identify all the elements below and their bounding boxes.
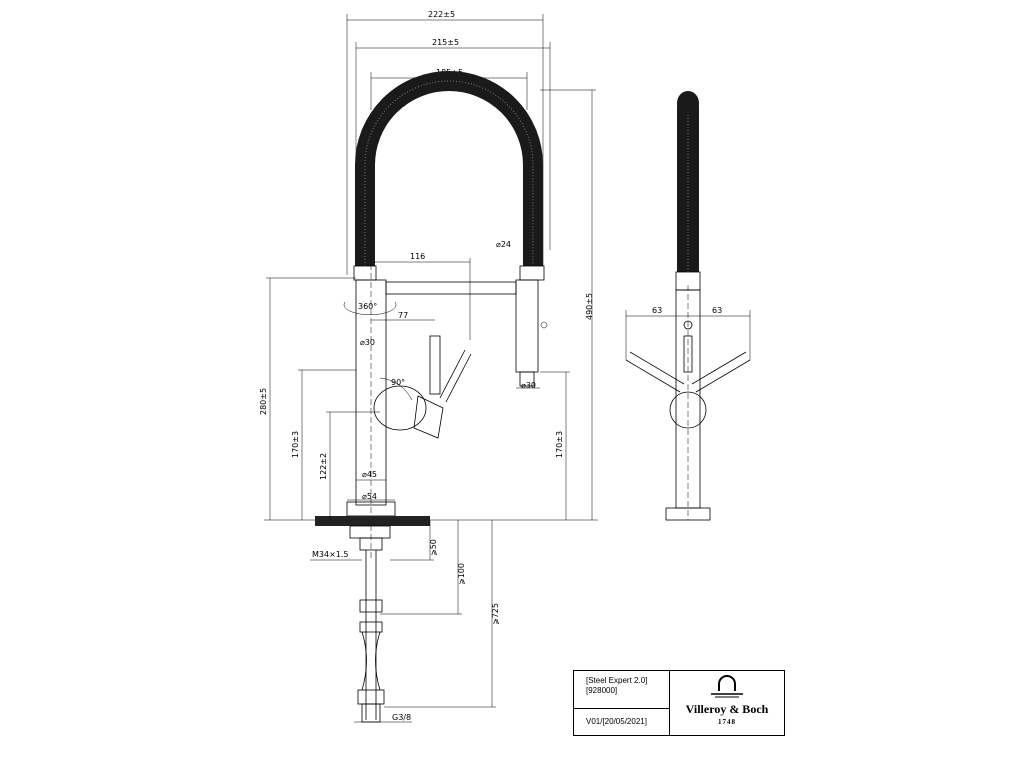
lever-handle xyxy=(371,319,472,439)
left-dimension-lines xyxy=(264,277,380,521)
dim-490: 490±5 xyxy=(585,293,594,320)
dim-m34: M34×1.5 xyxy=(312,550,349,559)
dim-g38: G3/8 xyxy=(392,713,411,722)
product-name: [Steel Expert 2.0] xyxy=(586,676,648,685)
dim-170-right: 170±3 xyxy=(555,431,564,458)
dim-d24: ⌀24 xyxy=(496,240,511,249)
dim-170-left: 170±3 xyxy=(291,431,300,458)
title-block: [Steel Expert 2.0] [928000] V01/[20/05/2… xyxy=(573,670,785,736)
spring-hose xyxy=(353,71,545,281)
version-label: V01/[20/05/2021] xyxy=(586,717,647,726)
below-counter-dims xyxy=(310,520,496,723)
dim-d30-top: ⌀30 xyxy=(360,338,375,347)
faucet-body xyxy=(315,255,548,723)
side-view xyxy=(625,91,751,521)
dim-280: 280±5 xyxy=(259,388,268,415)
dim-100: ⩾100 xyxy=(457,563,466,585)
brand-emblem-icon xyxy=(711,675,743,698)
right-dimension-lines xyxy=(430,89,598,521)
title-block-product: [Steel Expert 2.0] [928000] xyxy=(574,671,669,709)
dim-725: ⩾725 xyxy=(491,603,500,625)
dim-d54: ⌀54 xyxy=(362,492,377,501)
top-dimension-lines xyxy=(346,14,551,275)
dim-222: 222±5 xyxy=(428,10,455,19)
dim-d45: ⌀45 xyxy=(362,470,377,479)
dim-122: 122±2 xyxy=(319,453,328,480)
dim-215: 215±5 xyxy=(432,38,459,47)
dim-63-left: 63 xyxy=(652,306,662,315)
dim-90-angle: 90° xyxy=(391,378,405,387)
dim-d30-spray: ⌀30 xyxy=(521,381,536,390)
dim-77: 77 xyxy=(398,311,408,320)
brand-logo: Villeroy & Boch 1748 xyxy=(670,671,784,735)
brand-name: Villeroy & Boch xyxy=(685,702,769,716)
dim-50: ⩾50 xyxy=(429,539,438,556)
dim-116: 116 xyxy=(410,252,425,261)
swivel-arc xyxy=(343,258,471,340)
brand-year: 1748 xyxy=(718,718,736,726)
product-code: [928000] xyxy=(586,686,618,695)
dim-63-right: 63 xyxy=(712,306,722,315)
dim-360: 360° xyxy=(358,302,377,311)
title-block-info: [Steel Expert 2.0] [928000] V01/[20/05/2… xyxy=(574,671,670,735)
